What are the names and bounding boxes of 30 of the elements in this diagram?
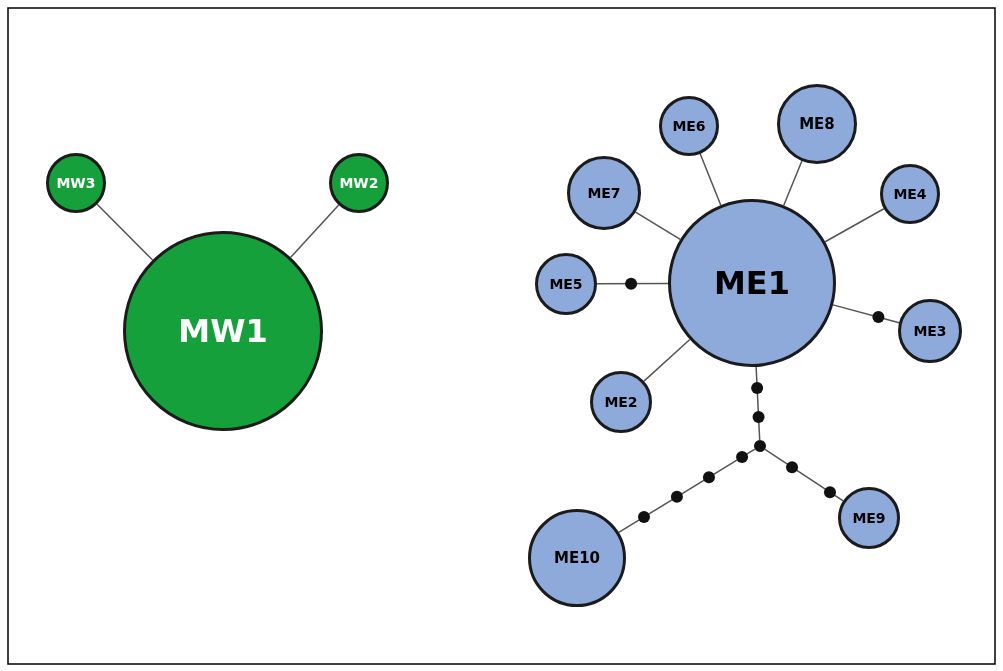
haplotype-circle — [46, 153, 106, 213]
haplotype-label: MW2 — [339, 176, 379, 190]
haplotype-label: ME4 — [893, 187, 927, 201]
connector-line — [634, 211, 681, 241]
connector-line — [783, 160, 803, 206]
haplotype-label: ME6 — [672, 119, 706, 133]
haplotype-circle — [898, 299, 962, 363]
haplotype-label: ME1 — [714, 267, 790, 299]
connector-line — [824, 207, 885, 243]
connector-line — [596, 282, 669, 285]
haplotype-label: ME7 — [587, 186, 621, 200]
connector-line — [764, 448, 844, 502]
haplotype-circle — [329, 153, 389, 213]
haplotype-circle — [880, 164, 940, 224]
connector-line — [643, 338, 691, 382]
median-vector-dot — [754, 440, 766, 452]
haplotype-circle — [659, 96, 719, 156]
haplotype-label: ME5 — [549, 277, 583, 291]
haplotype-label: ME10 — [553, 550, 601, 566]
haplotype-label: ME3 — [913, 324, 947, 338]
haplotype-label: ME2 — [604, 395, 638, 409]
connector-line — [289, 204, 340, 259]
haplotype-label: ME8 — [799, 116, 835, 132]
connector-line — [832, 304, 900, 324]
haplotype-label: ME9 — [852, 511, 886, 525]
connector-line — [96, 203, 154, 261]
connector-line — [699, 153, 722, 206]
haplotype-label: MW1 — [178, 315, 268, 347]
haplotype-label: MW3 — [56, 176, 96, 190]
connector-line — [618, 448, 756, 534]
